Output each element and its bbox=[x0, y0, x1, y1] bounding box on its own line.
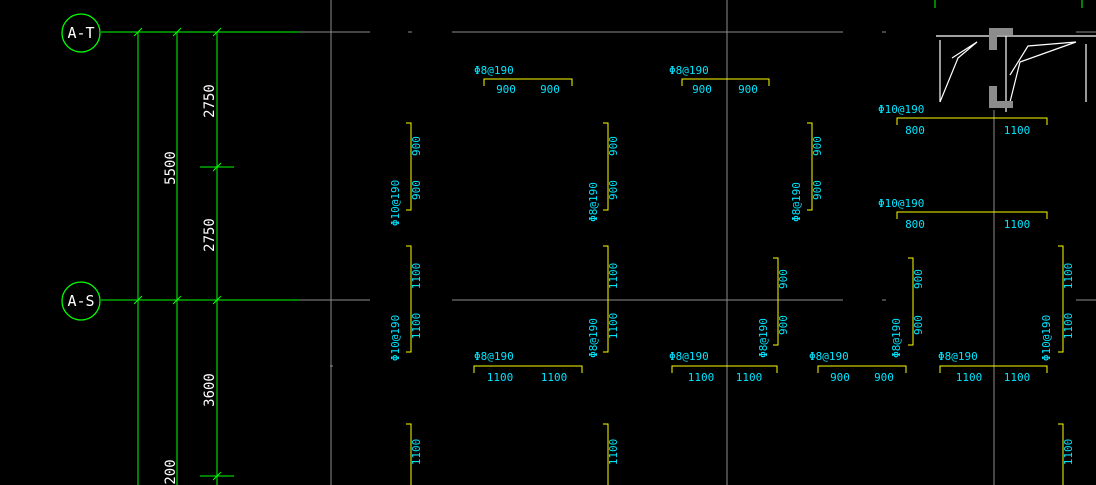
rebar-length-right: 1100 bbox=[1004, 218, 1031, 231]
rebar-v-7: Φ8@190 900 900 bbox=[890, 257, 925, 358]
column-outline bbox=[934, 0, 1083, 8]
dimension-label-2750-bottom: 2750 bbox=[202, 218, 218, 252]
axis-label-a-s: A-S bbox=[67, 292, 94, 310]
rebar-spec: Φ8@190 bbox=[474, 350, 514, 363]
rebar-length-left: 1100 bbox=[956, 371, 983, 384]
rebar-partial-3: 1100 bbox=[1058, 423, 1075, 485]
rebar-length-bottom: 1100 bbox=[410, 313, 423, 340]
rebar-length-left: 800 bbox=[905, 124, 925, 137]
rebar-spec: Φ8@190 bbox=[938, 350, 978, 363]
rebar-length-top: 1100 bbox=[1062, 263, 1075, 290]
rebar-length-right: 900 bbox=[738, 83, 758, 96]
rebar-v-1: Φ10@190 900 900 bbox=[389, 122, 423, 226]
rebar-spec: Φ10@190 bbox=[878, 103, 924, 116]
rebar-h-4: Φ10@190 800 1100 bbox=[878, 197, 1048, 231]
rebar-spec: Φ10@190 bbox=[389, 315, 402, 361]
rebar-v-6: Φ8@190 900 900 bbox=[757, 257, 790, 358]
rebar-v-4: Φ10@190 1100 1100 bbox=[389, 245, 423, 361]
rebar-h-7: Φ8@190 900 900 bbox=[809, 350, 907, 384]
rebar-length-right: 900 bbox=[874, 371, 894, 384]
rebar-h-1: Φ8@190 900 900 bbox=[474, 64, 573, 96]
rebar-length-top: 900 bbox=[912, 269, 925, 289]
rebar-length-left: 800 bbox=[905, 218, 925, 231]
dimension-label-200: 200 bbox=[163, 459, 179, 484]
rebar-spec: Φ10@190 bbox=[1040, 315, 1053, 361]
axis-bubble-a-t: A-T bbox=[61, 13, 101, 53]
rebar-length-left: 1100 bbox=[688, 371, 715, 384]
rebar-h-3: Φ10@190 800 1100 bbox=[878, 103, 1048, 137]
rebar-length: 1100 bbox=[1062, 439, 1075, 466]
rebar-length-top: 900 bbox=[811, 136, 824, 156]
rebar-h-6: Φ8@190 1100 1100 bbox=[669, 350, 778, 384]
rebar-length-bottom: 900 bbox=[912, 315, 925, 335]
rebar-length: 1100 bbox=[607, 439, 620, 466]
rebar-length-bottom: 900 bbox=[607, 180, 620, 200]
rebar-length-right: 1100 bbox=[736, 371, 763, 384]
rebar-partial-2: 1100 bbox=[603, 423, 620, 485]
dimension-label-5500: 5500 bbox=[163, 151, 179, 185]
wall-outline bbox=[936, 35, 1096, 112]
grid-lines bbox=[101, 0, 1096, 485]
rebar-length-bottom: 1100 bbox=[1062, 313, 1075, 340]
rebar-length-bottom: 900 bbox=[811, 180, 824, 200]
rebar-h-8: Φ8@190 1100 1100 bbox=[938, 350, 1048, 384]
rebar-length-left: 900 bbox=[496, 83, 516, 96]
rebar-length-left: 1100 bbox=[487, 371, 514, 384]
rebar-v-2: Φ8@190 900 900 bbox=[587, 122, 620, 222]
rebar-spec: Φ8@190 bbox=[669, 64, 709, 77]
rebar-v-8: Φ10@190 1100 1100 bbox=[1040, 245, 1075, 361]
rebar-length-bottom: 1100 bbox=[607, 313, 620, 340]
rebar-spec: Φ8@190 bbox=[669, 350, 709, 363]
dimension-label-3600: 3600 bbox=[202, 373, 218, 407]
dimension-label-2750-top: 2750 bbox=[202, 84, 218, 118]
rebar-length-left: 900 bbox=[830, 371, 850, 384]
rebar-spec: Φ10@190 bbox=[389, 180, 402, 226]
rebar-length-top: 1100 bbox=[607, 263, 620, 290]
rebar-length-right: 1100 bbox=[1004, 124, 1031, 137]
axis-bubble-a-s: A-S bbox=[61, 281, 101, 321]
axis-label-a-t: A-T bbox=[67, 24, 94, 42]
rebar-v-3: Φ8@190 900 900 bbox=[790, 122, 824, 222]
rebar-spec: Φ8@190 bbox=[890, 318, 903, 358]
rebar-length-bottom: 900 bbox=[777, 315, 790, 335]
rebar-length-top: 1100 bbox=[410, 263, 423, 290]
rebar-spec: Φ8@190 bbox=[790, 182, 803, 222]
rebar-length-right: 900 bbox=[540, 83, 560, 96]
rebar-length-top: 900 bbox=[410, 136, 423, 156]
rebar-length: 1100 bbox=[410, 439, 423, 466]
rebar-spec: Φ8@190 bbox=[587, 318, 600, 358]
rebar-length-top: 900 bbox=[607, 136, 620, 156]
rebar-length-left: 900 bbox=[692, 83, 712, 96]
rebar-h-2: Φ8@190 900 900 bbox=[669, 64, 770, 96]
rebar-length-right: 1100 bbox=[541, 371, 568, 384]
rebar-spec: Φ8@190 bbox=[587, 182, 600, 222]
rebar-partial-1: 1100 bbox=[406, 423, 423, 485]
column-section bbox=[989, 28, 1013, 108]
dimension-lines bbox=[101, 27, 300, 485]
rebar-spec: Φ8@190 bbox=[474, 64, 514, 77]
rebar-length-bottom: 900 bbox=[410, 180, 423, 200]
rebar-v-5: Φ8@190 1100 1100 bbox=[587, 245, 620, 358]
rebar-spec: Φ10@190 bbox=[878, 197, 924, 210]
rebar-spec: Φ8@190 bbox=[757, 318, 770, 358]
rebar-spec: Φ8@190 bbox=[809, 350, 849, 363]
rebar-length-top: 900 bbox=[777, 269, 790, 289]
rebar-h-5: Φ8@190 1100 1100 bbox=[473, 350, 583, 384]
rebar-length-right: 1100 bbox=[1004, 371, 1031, 384]
